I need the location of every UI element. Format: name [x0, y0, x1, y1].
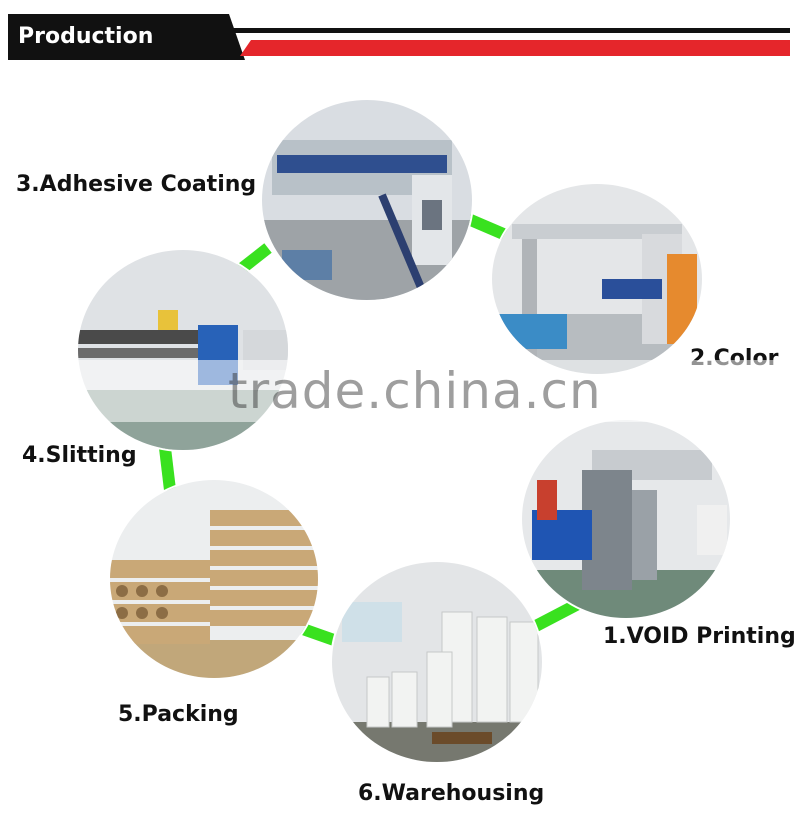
step-label-adhesive-coating: 3.Adhesive Coating: [16, 172, 257, 197]
photo-packing: [110, 480, 318, 678]
step-label-packing: 5.Packing: [118, 702, 239, 727]
photo-void-printing: [522, 420, 730, 618]
watermark-text: trade.china.cn: [228, 362, 602, 420]
photo-warehousing: [332, 562, 542, 762]
step-label-warehousing: 6.Warehousing: [358, 781, 545, 806]
step-label-void-printing: 1.VOID Printing: [603, 624, 796, 649]
header-black-line: [228, 28, 790, 33]
photo-color: [492, 184, 702, 374]
watermark-band: [0, 360, 800, 422]
step-label-slitting: 4.Slitting: [22, 443, 137, 468]
header-red-bar: [240, 40, 790, 56]
header-title: Production Flow: [8, 14, 218, 95]
photo-adhesive-coating: [262, 100, 472, 300]
